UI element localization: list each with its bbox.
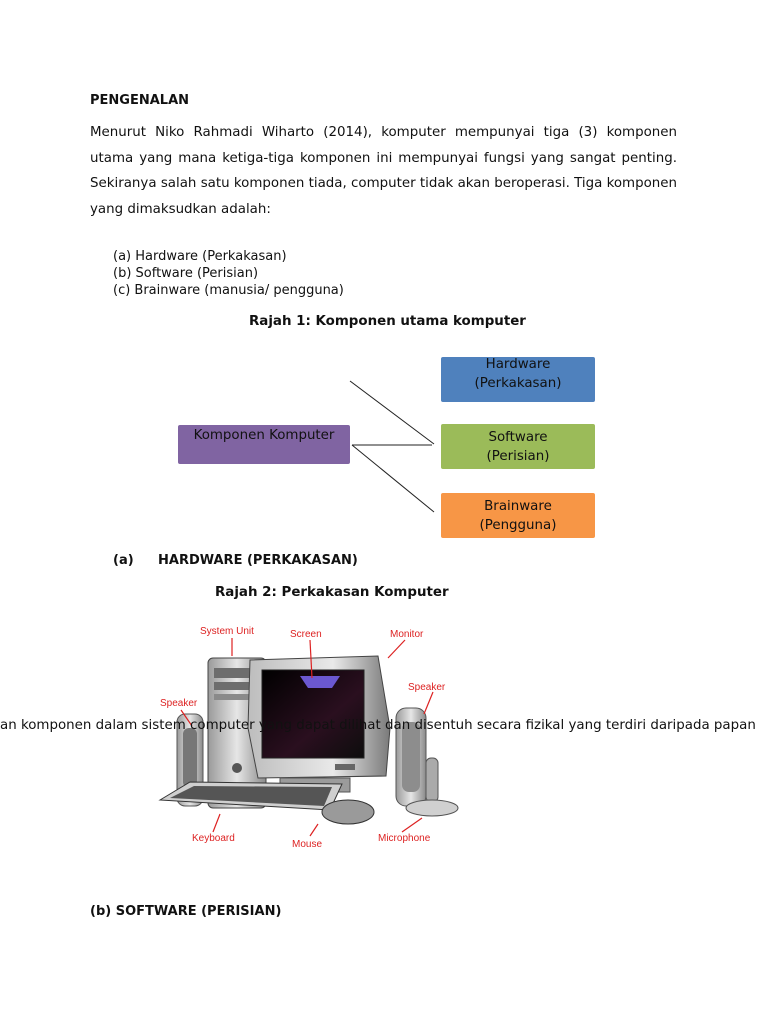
screen-glare — [300, 676, 340, 688]
overflow-sentence: an komponen dalam sistem computer yang d… — [0, 718, 756, 733]
figure2-title: Rajah 2: Perkakasan Komputer — [215, 585, 449, 600]
root-node: Komponen Komputer — [178, 425, 350, 464]
label-speaker-right: Speaker — [408, 682, 446, 693]
connector-line-hardware — [349, 380, 435, 445]
section-b-title: (b) SOFTWARE (PERISIAN) — [90, 904, 282, 919]
label-speaker-left: Speaker — [160, 698, 198, 709]
connector-line-brainware — [351, 444, 435, 513]
label-screen: Screen — [290, 629, 322, 640]
node-label-line1: Software — [488, 429, 548, 445]
node-label-line1: Hardware — [485, 356, 551, 372]
mouse-icon — [321, 799, 375, 825]
keyboard-icon — [158, 781, 343, 811]
label-keyboard: Keyboard — [192, 833, 235, 844]
label-mouse: Mouse — [292, 839, 322, 850]
intro-heading: PENGENALAN — [90, 93, 190, 108]
root-node-label: Komponen Komputer — [193, 428, 335, 443]
component-list: (a) Hardware (Perkakasan) (b) Software (… — [113, 248, 344, 299]
section-a-letter: (a) — [113, 553, 134, 568]
node-hardware: Hardware (Perkakasan) — [441, 357, 595, 402]
label-monitor: Monitor — [390, 629, 424, 640]
list-item: (c) Brainware (manusia/ pengguna) — [113, 283, 344, 298]
label-microphone: Microphone — [378, 833, 431, 844]
intro-paragraph: Menurut Niko Rahmadi Wiharto (2014), kom… — [90, 125, 677, 217]
list-item: (a) Hardware (Perkakasan) — [113, 249, 287, 264]
label-system-unit: System Unit — [200, 626, 254, 637]
list-item: (b) Software (Perisian) — [113, 266, 259, 281]
node-label-line2: (Pengguna) — [479, 517, 557, 533]
node-label-line2: (Perkakasan) — [474, 375, 562, 391]
microphone-icon — [405, 757, 459, 817]
node-label-line2: (Perisian) — [486, 448, 550, 464]
node-brainware: Brainware (Pengguna) — [441, 493, 595, 538]
node-software: Software (Perisian) — [441, 424, 595, 469]
computer-hardware-illustration: System Unit Screen Monitor Speaker Speak… — [158, 626, 459, 850]
section-a-title: HARDWARE (PERKAKASAN) — [158, 553, 358, 568]
node-label-line1: Brainware — [484, 498, 552, 514]
figure1-title: Rajah 1: Komponen utama komputer — [249, 314, 526, 329]
